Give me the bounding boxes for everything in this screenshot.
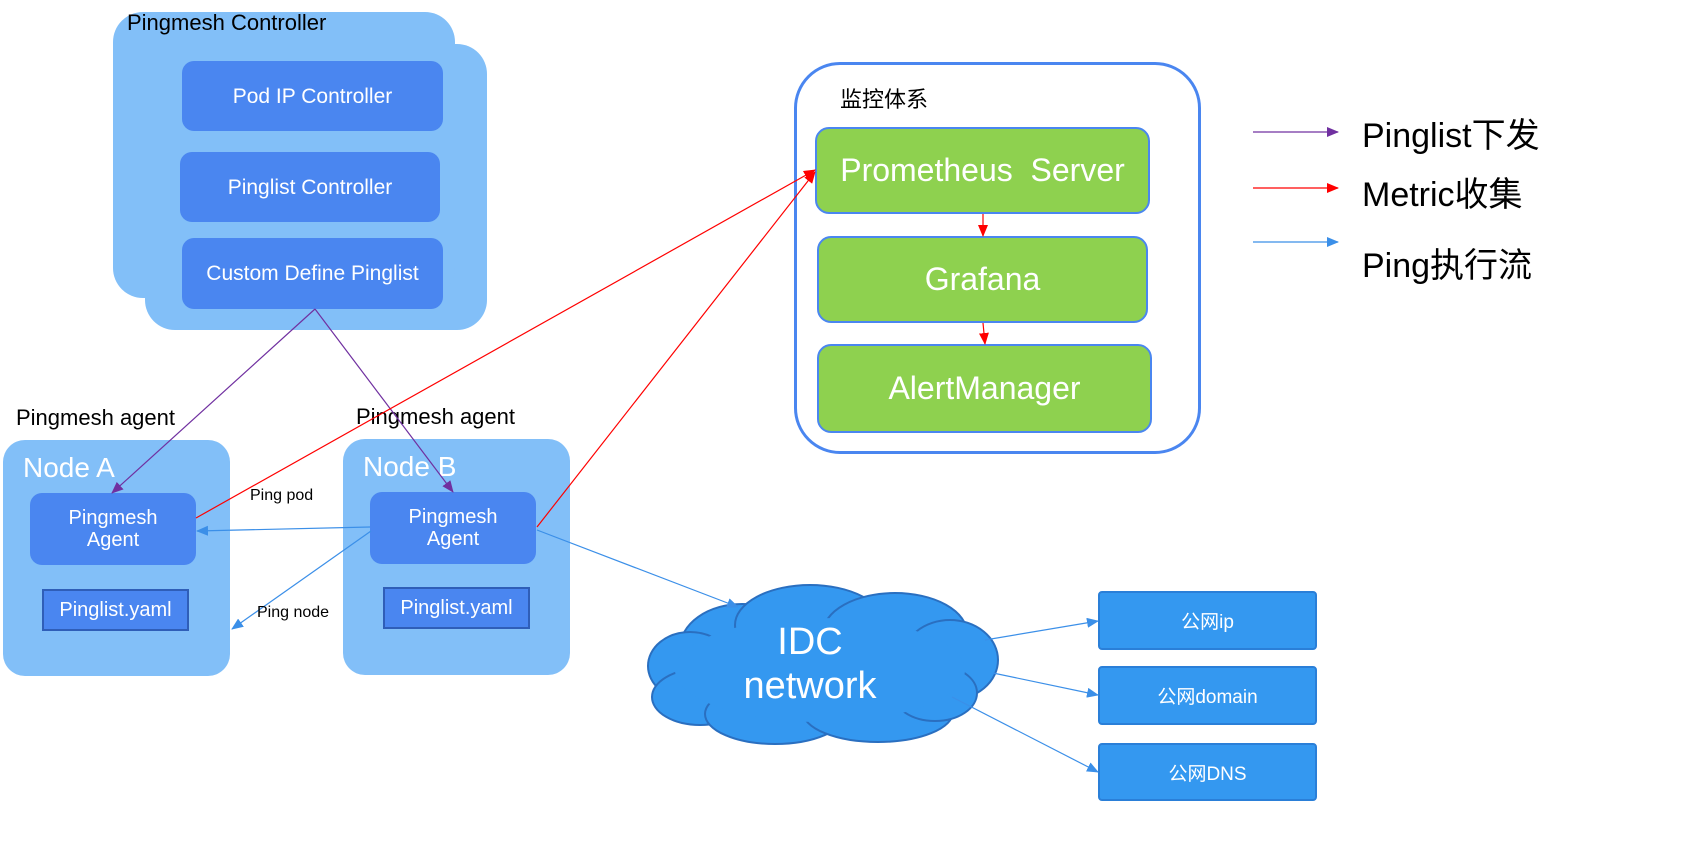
node-a-title: Node A xyxy=(23,452,115,483)
alertmanager-box[interactable]: AlertManager xyxy=(817,344,1152,433)
custom-define-pinglist-box[interactable]: Custom Define Pinglist xyxy=(182,238,443,309)
node-a-agent-line2: Agent xyxy=(86,529,140,551)
controller-title: Pingmesh Controller xyxy=(127,10,327,35)
grafana-to-alertmanager-arrow xyxy=(978,322,989,345)
pod-ip-controller-box[interactable]: Pod IP Controller xyxy=(182,61,443,131)
legend-ping-label: Ping执行流 xyxy=(1362,247,1533,285)
public-ip-box[interactable]: 公网ip xyxy=(1098,591,1317,650)
ping-node-label: Ping node xyxy=(257,604,330,621)
metric-arrow-node-b xyxy=(536,171,816,528)
node-b-agent-line2: Agent xyxy=(426,528,480,550)
node-b-agent-box[interactable]: Pingmesh Agent xyxy=(370,492,536,564)
node-a-caption: Pingmesh agent xyxy=(16,405,175,430)
legend-metric-label: Metric收集 xyxy=(1362,176,1523,214)
ping-pod-label: Ping pod xyxy=(250,487,314,504)
grafana-box[interactable]: Grafana xyxy=(817,236,1148,323)
metric-arrow-node-a xyxy=(195,169,816,519)
ping-network-arrow xyxy=(536,529,739,608)
node-a-agent-line1: Pingmesh xyxy=(68,507,158,529)
idc-network-line2: network xyxy=(743,665,877,707)
prometheus-server-box[interactable]: Prometheus Server xyxy=(815,127,1150,214)
pinglist-arrow-to-node-a xyxy=(111,308,316,494)
node-a-pinglist-yaml[interactable]: Pinglist.yaml xyxy=(42,589,189,631)
node-b-pinglist-yaml[interactable]: Pinglist.yaml xyxy=(383,587,530,629)
node-a-agent-box[interactable]: Pingmesh Agent xyxy=(30,493,196,565)
node-b-agent-line1: Pingmesh xyxy=(408,506,498,528)
idc-network-line1: IDC xyxy=(777,621,843,663)
idc-network-cloud xyxy=(647,584,999,745)
public-domain-box[interactable]: 公网domain xyxy=(1098,666,1317,725)
idc-network-label: IDC network xyxy=(720,620,900,708)
monitoring-title: 监控体系 xyxy=(840,87,929,112)
pinglist-arrow-to-node-b xyxy=(314,308,454,493)
cloud-to-public-dns-arrow xyxy=(951,696,1099,773)
cloud-to-public-ip-arrow xyxy=(984,617,1099,641)
pinglist-controller-box[interactable]: Pinglist Controller xyxy=(180,152,440,222)
cloud-to-public-domain-arrow xyxy=(992,672,1099,698)
node-b-caption: Pingmesh agent xyxy=(356,404,515,429)
legend-pinglist-label: Pinglist下发 xyxy=(1362,117,1540,155)
ping-pod-arrow xyxy=(196,525,371,536)
ping-node-arrow xyxy=(231,530,372,630)
public-dns-box[interactable]: 公网DNS xyxy=(1098,743,1317,801)
